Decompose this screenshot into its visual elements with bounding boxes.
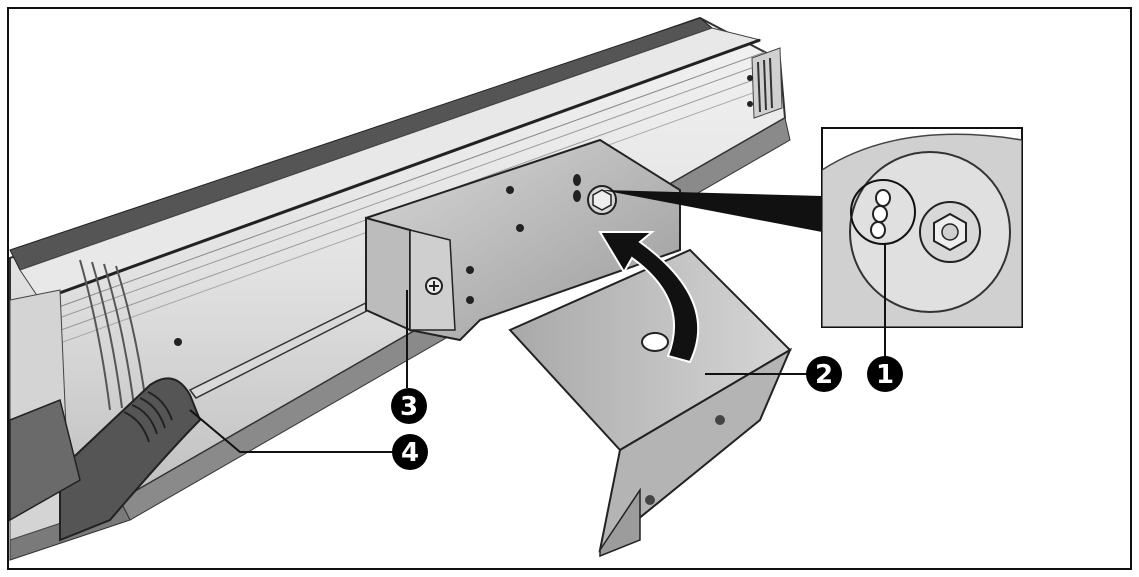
- rotation-arrow-icon: [598, 231, 700, 364]
- zoom-leader: [602, 190, 822, 232]
- vent-grille: [747, 47, 783, 119]
- screwdriver: [9, 285, 406, 542]
- coiled-cable: [79, 259, 147, 411]
- callout-2: 2: [806, 356, 842, 392]
- callout-1-label: 1: [876, 360, 894, 390]
- mounting-bracket: [364, 138, 681, 342]
- callout-4: 4: [392, 434, 428, 470]
- callout-4-label: 4: [401, 438, 419, 468]
- callout-1: 1: [867, 356, 903, 392]
- hinged-plate: [508, 248, 793, 558]
- slotted-hole-icon: [573, 174, 581, 202]
- inset-detail: [821, 127, 1023, 328]
- callout-2-label: 2: [815, 360, 833, 390]
- callout-3-label: 3: [400, 392, 418, 422]
- hex-nut-icon: [587, 185, 617, 215]
- callout-leaders: [189, 244, 886, 453]
- callout-3: 3: [391, 388, 427, 424]
